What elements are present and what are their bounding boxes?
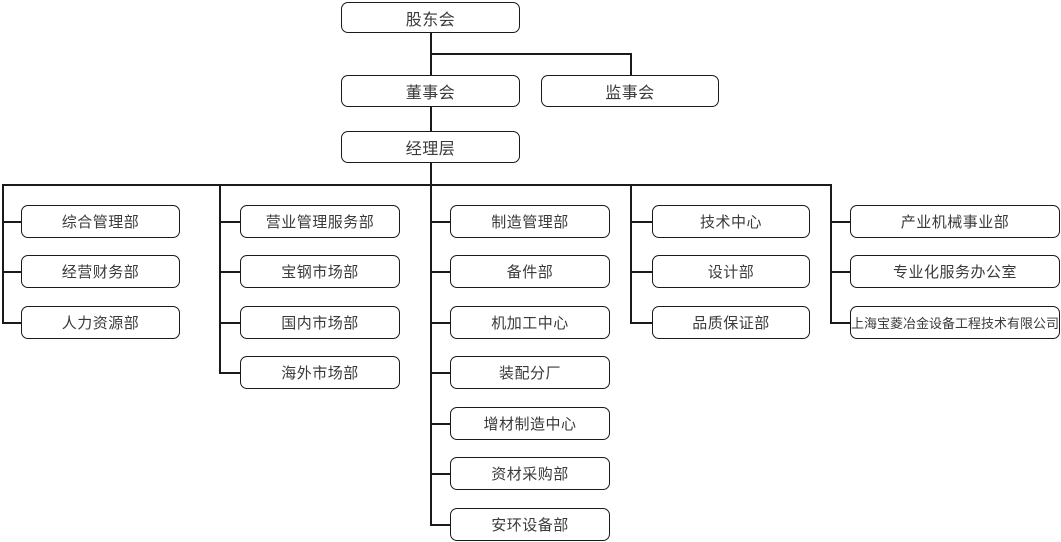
- org-node-safety-environment-equipment-dept: 安环设备部: [450, 508, 610, 541]
- org-node-domestic-market-dept: 国内市场部: [240, 306, 400, 339]
- connector-line: [630, 53, 632, 75]
- connector-line: [430, 53, 631, 55]
- connector-line: [219, 372, 240, 374]
- org-node-shareholders-meeting: 股东会: [341, 2, 520, 33]
- org-node-spare-parts-dept: 备件部: [450, 255, 610, 288]
- connector-line: [830, 184, 832, 323]
- org-node-assembly-branch-plant: 装配分厂: [450, 356, 610, 389]
- connector-line: [2, 322, 21, 324]
- org-node-baosteel-market-dept: 宝钢市场部: [240, 255, 400, 288]
- org-node-specialized-service-office: 专业化服务办公室: [850, 255, 1060, 288]
- connector-line: [430, 372, 450, 374]
- connector-line: [430, 271, 450, 273]
- connector-line: [219, 221, 240, 223]
- connector-line: [630, 322, 652, 324]
- connector-line: [830, 271, 850, 273]
- org-node-management-level: 经理层: [341, 131, 520, 163]
- org-node-shanghai-baoling-metallurgical-equipment-company: 上海宝菱冶金设备工程技术有限公司: [850, 306, 1060, 339]
- connector-line: [630, 184, 632, 323]
- org-node-operating-finance-dept: 经营财务部: [21, 255, 180, 288]
- org-node-human-resources-dept: 人力资源部: [21, 306, 180, 339]
- connector-line: [430, 524, 450, 526]
- connector-line: [219, 184, 221, 373]
- connector-line: [430, 107, 432, 131]
- connector-line: [430, 322, 450, 324]
- org-node-overseas-market-dept: 海外市场部: [240, 356, 400, 389]
- org-node-materials-procurement-dept: 资材采购部: [450, 457, 610, 490]
- org-node-design-dept: 设计部: [652, 255, 810, 288]
- connector-line: [630, 271, 652, 273]
- connector-line: [219, 271, 240, 273]
- connector-line: [430, 163, 432, 525]
- connector-line: [2, 221, 21, 223]
- connector-line: [2, 184, 4, 323]
- org-node-additive-manufacturing-center: 增材制造中心: [450, 407, 610, 440]
- connector-line: [430, 221, 450, 223]
- connector-line: [830, 221, 850, 223]
- org-node-sales-management-service-dept: 营业管理服务部: [240, 205, 400, 238]
- org-node-comprehensive-management-dept: 综合管理部: [21, 205, 180, 238]
- org-node-board-of-directors: 董事会: [341, 75, 520, 107]
- connector-line: [430, 423, 450, 425]
- org-node-manufacturing-management-dept: 制造管理部: [450, 205, 610, 238]
- connector-line: [2, 271, 21, 273]
- org-node-industrial-machinery-division: 产业机械事业部: [850, 205, 1060, 238]
- connector-line: [2, 184, 831, 186]
- connector-line: [219, 322, 240, 324]
- org-node-technology-center: 技术中心: [652, 205, 810, 238]
- org-node-supervisory-board: 监事会: [541, 75, 719, 107]
- connector-line: [430, 473, 450, 475]
- org-node-quality-assurance-dept: 品质保证部: [652, 306, 810, 339]
- org-node-machining-center: 机加工中心: [450, 306, 610, 339]
- connector-line: [630, 221, 652, 223]
- connector-line: [830, 322, 850, 324]
